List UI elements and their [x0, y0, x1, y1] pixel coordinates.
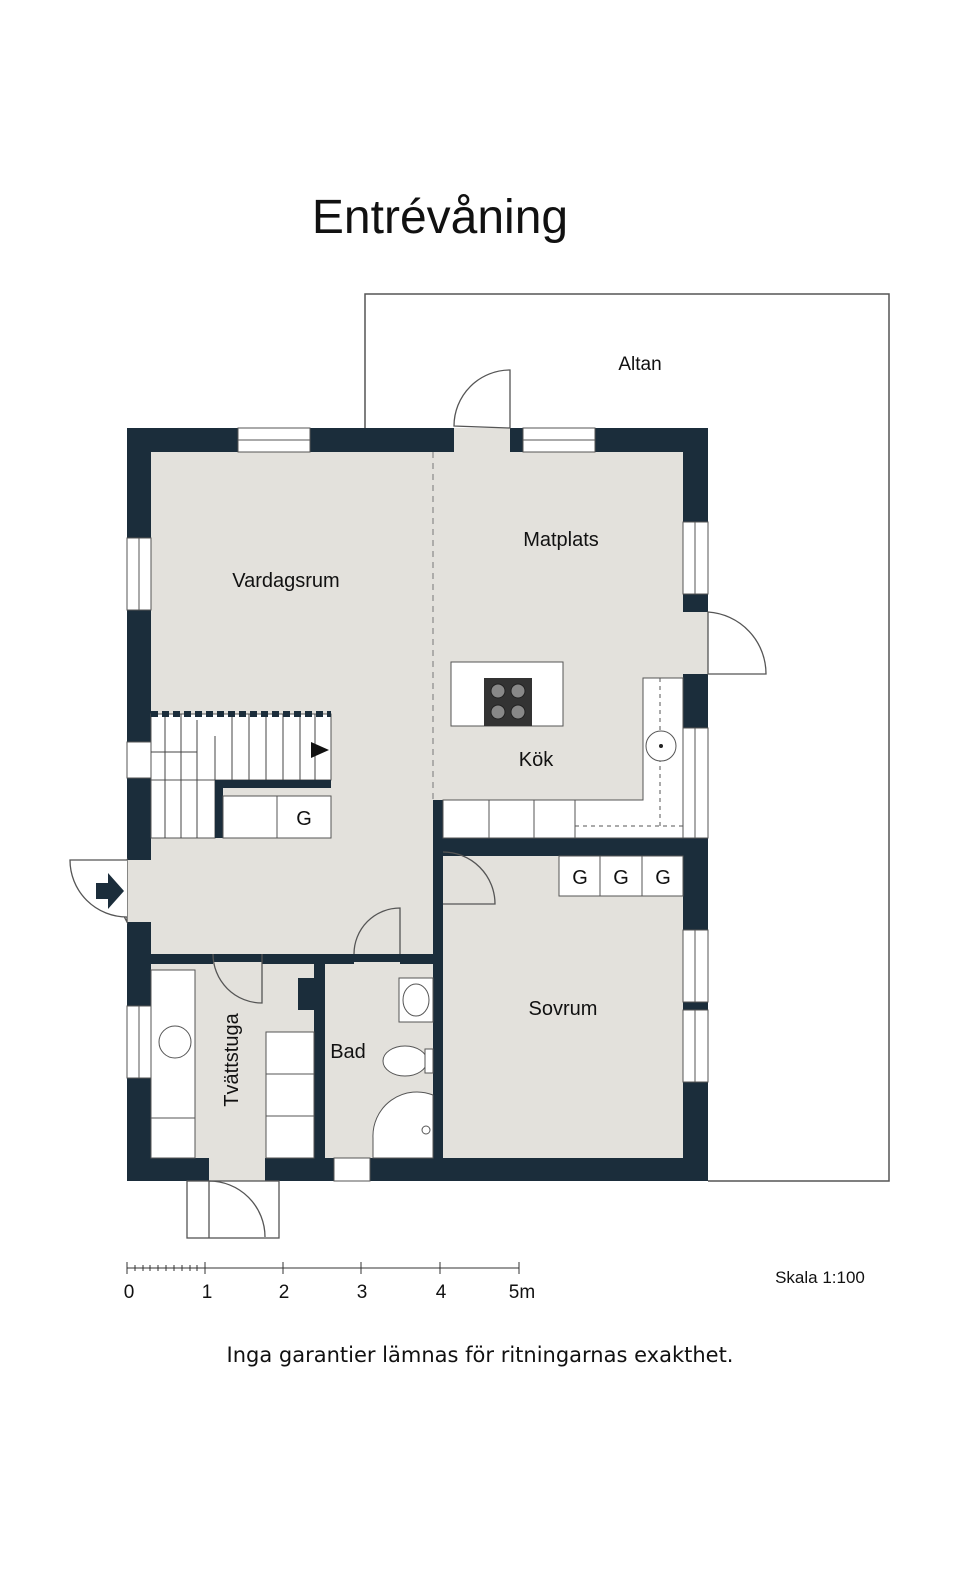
stair-direction-arrow-icon — [311, 742, 329, 758]
altan-outline — [364, 293, 890, 1182]
bathroom-fixtures — [372, 977, 434, 1159]
disclaimer-text: Inga garantier lämnas för ritningarnas e… — [226, 1343, 734, 1367]
scale-tick-label: 1 — [202, 1282, 213, 1303]
scale-tick-label: 4 — [436, 1282, 447, 1303]
interior-walls — [127, 800, 683, 1158]
scale-text: Skala 1:100 — [775, 1268, 865, 1287]
kitchen-island — [450, 661, 564, 727]
bottom-door-opening — [209, 1158, 265, 1181]
scale-bar — [126, 1262, 520, 1274]
room-label-bad: Bad — [330, 1041, 366, 1063]
appliance-row — [558, 855, 684, 897]
room-label-vardagsrum: Vardagsrum — [232, 570, 339, 592]
scale-tick-label: 2 — [279, 1282, 290, 1303]
laundry-fixtures — [150, 969, 315, 1159]
fixture-label-g-stair: G — [296, 808, 312, 830]
scale-tick-label: 3 — [357, 1282, 368, 1303]
scale-tick-label: 5m — [509, 1282, 535, 1303]
kitchen-sink — [645, 730, 677, 762]
room-label-matplats: Matplats — [523, 529, 599, 551]
scale-tick-label: 0 — [124, 1282, 135, 1303]
plan-title: Entrévåning — [311, 191, 569, 244]
room-label-kok: Kök — [519, 749, 554, 771]
windows — [126, 427, 709, 1182]
floor-areas — [127, 428, 708, 1158]
stair-cabinet — [222, 795, 332, 839]
room-label-altan: Altan — [618, 354, 661, 375]
entrance-arrow-icon — [96, 873, 124, 909]
room-label-tvattstuga: Tvättstuga — [221, 1012, 243, 1106]
staircase — [150, 711, 332, 839]
room-label-sovrum: Sovrum — [529, 998, 598, 1020]
fixture-label-g-3: G — [655, 867, 671, 889]
fixture-label-g-2: G — [613, 867, 629, 889]
fixture-label-g-1: G — [572, 867, 588, 889]
stair-wall — [215, 780, 331, 788]
